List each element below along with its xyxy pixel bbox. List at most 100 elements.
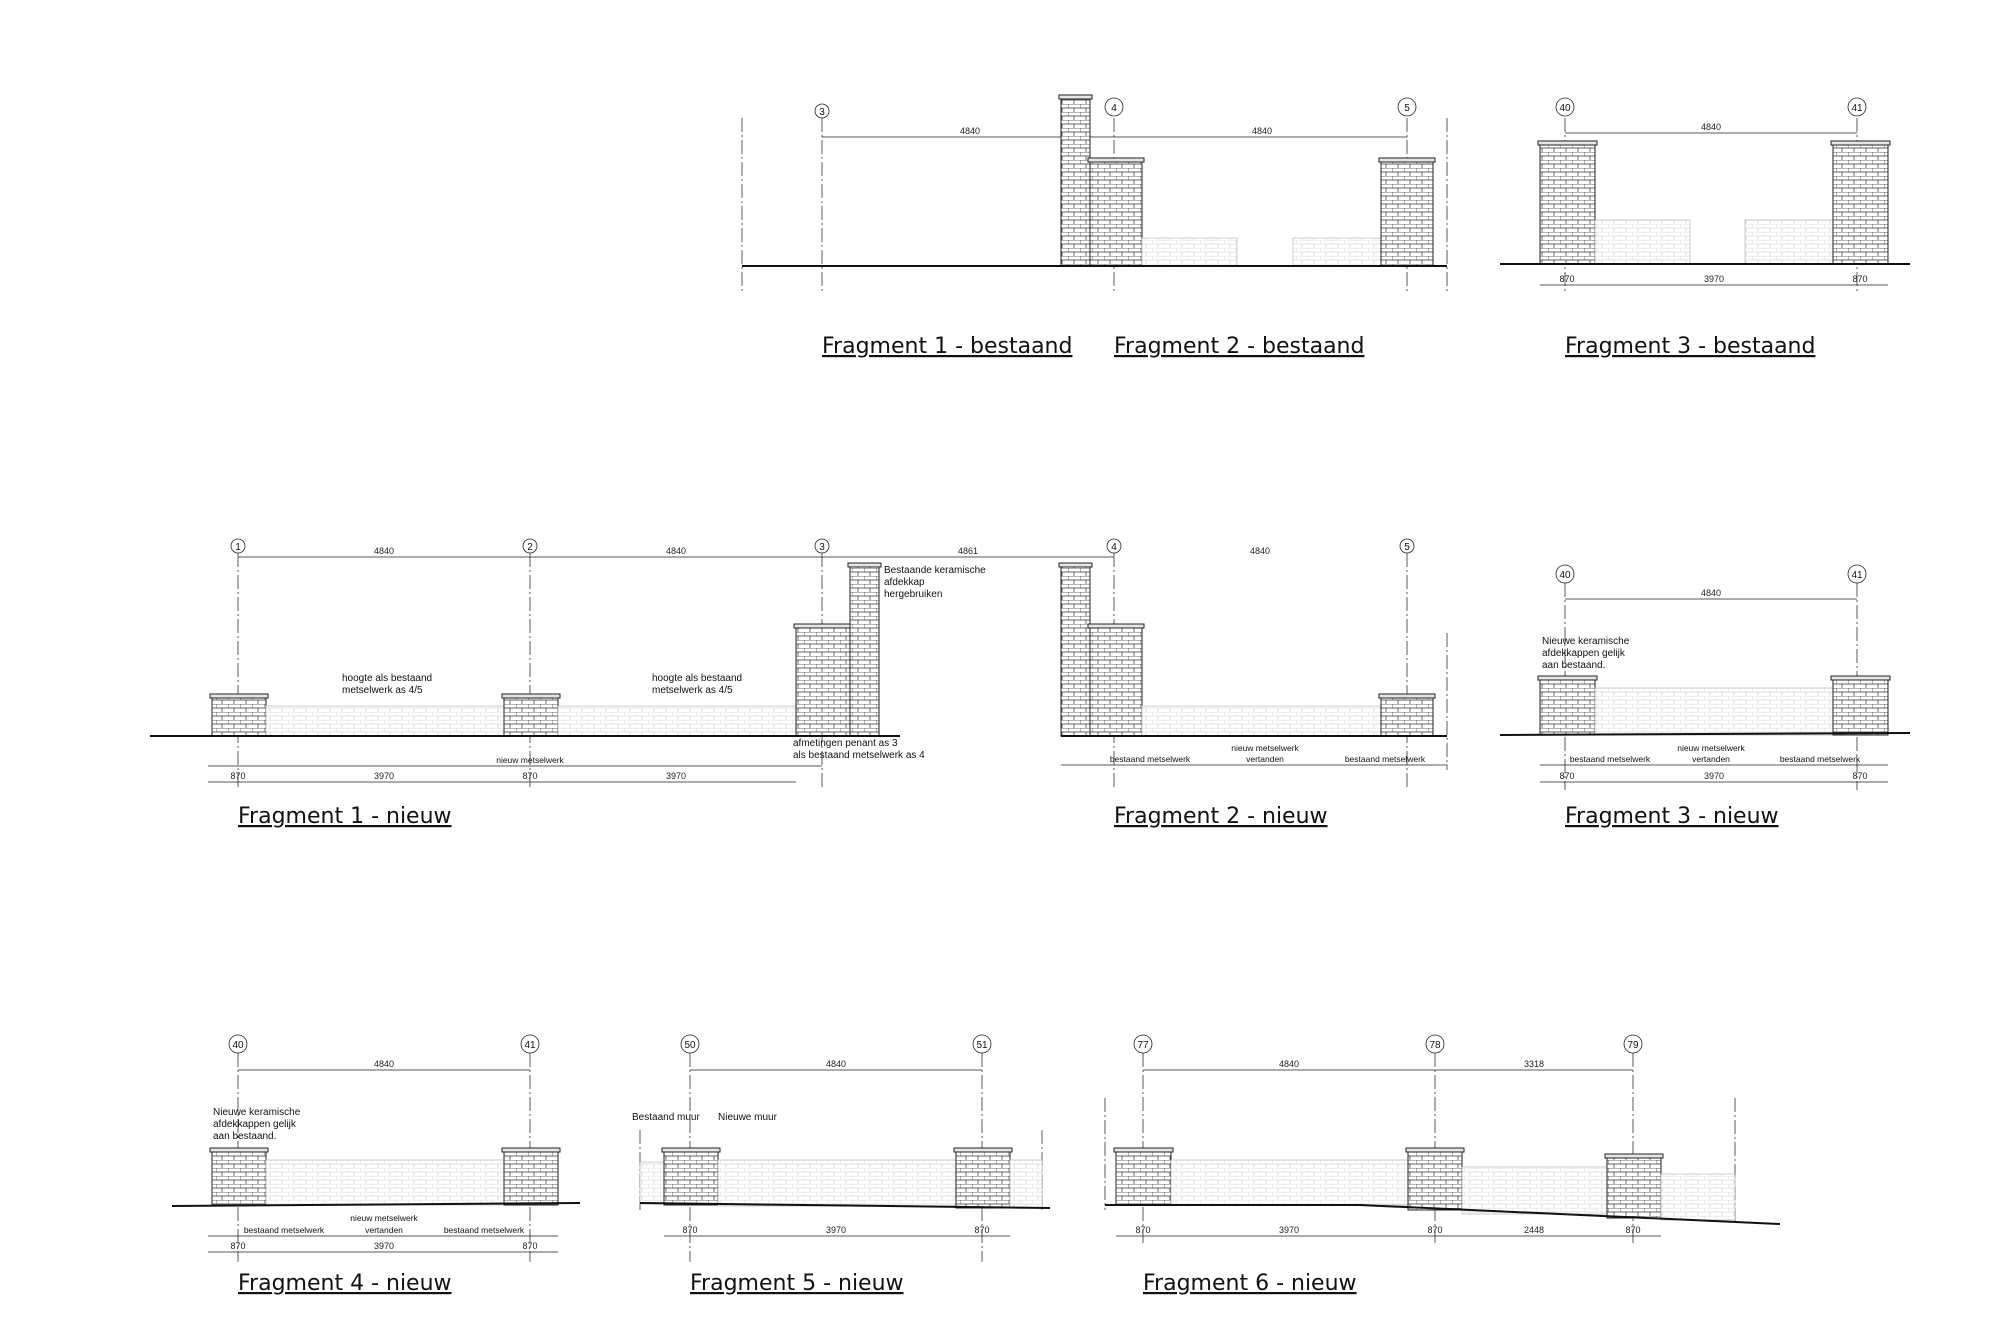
dim-label: 870 [1852, 771, 1867, 781]
axis-label: 5 [1404, 542, 1410, 553]
dim-label: 4840 [1252, 126, 1272, 136]
axis-label: 4 [1111, 542, 1117, 553]
note-existing-masonry: bestaand metselwerk [1110, 754, 1191, 764]
note-toothed: vertanden [1246, 754, 1284, 764]
note-toothed: vertanden [365, 1225, 403, 1235]
note-existing-masonry: bestaand metselwerk [1345, 754, 1426, 764]
axis-label: 77 [1137, 1040, 1149, 1051]
dim-label: 3970 [1279, 1225, 1299, 1235]
note-height: metselwerk as 4/5 [652, 685, 733, 696]
axis-label: 41 [524, 1040, 536, 1051]
note-ceramic-cap: Bestaande keramische [884, 565, 986, 576]
note-ceramic-cap: afdekkap [884, 577, 925, 588]
dim-label: 870 [230, 771, 245, 781]
title-fragment-1-existing: Fragment 1 - bestaand [822, 334, 1072, 359]
dim-label: 870 [1559, 771, 1574, 781]
fragment-3-existing: 40 41 4840 870 3970 870 [1500, 97, 1910, 292]
note-height: hoogte als bestaand [342, 673, 432, 684]
note-new-masonry: nieuw metselwerk [350, 1213, 418, 1223]
dim-label: 870 [682, 1225, 697, 1235]
dim-label: 3970 [374, 771, 394, 781]
note-new-caps: aan bestaand. [1542, 660, 1605, 671]
title-fragment-3-existing: Fragment 3 - bestaand [1565, 334, 1815, 359]
dim-label: 4840 [666, 546, 686, 556]
note-ceramic-cap: hergebruiken [884, 589, 942, 600]
fragment-1-2-existing: 4840 4840 3 4 5 [741, 94, 1448, 292]
dim-label: 3318 [1524, 1059, 1544, 1069]
dim-label: 870 [974, 1225, 989, 1235]
axis-label: 51 [976, 1040, 988, 1051]
note-pier: als bestaand metselwerk as 4 [793, 750, 925, 761]
note-height: metselwerk as 4/5 [342, 685, 423, 696]
axis-label: 4 [1111, 103, 1117, 114]
dim-label: 4840 [1279, 1059, 1299, 1069]
title-fragment-2-new: Fragment 2 - nieuw [1114, 804, 1328, 829]
dim-label: 3970 [826, 1225, 846, 1235]
dim-label: 2448 [1524, 1225, 1544, 1235]
title-fragment-4-new: Fragment 4 - nieuw [238, 1271, 452, 1296]
dim-label: 3970 [374, 1241, 394, 1251]
axis-label: 3 [819, 542, 825, 553]
axis-label: 50 [684, 1040, 696, 1051]
note-new-caps: Nieuwe keramische [213, 1107, 301, 1118]
dim-label: 870 [1427, 1225, 1442, 1235]
dim-label: 870 [1559, 274, 1574, 284]
fragment-4-new: 40 41 4840 Nieuwe keramische afdekkappen… [171, 1034, 581, 1262]
legend-existing-wall: Bestaand muur [632, 1112, 700, 1123]
note-new-masonry: nieuw metselwerk [1677, 743, 1745, 753]
dim-label: 870 [1625, 1225, 1640, 1235]
title-fragment-5-new: Fragment 5 - nieuw [690, 1271, 904, 1296]
note-pier: afmetingen penant as 3 [793, 738, 898, 749]
note-new-masonry: nieuw metselwerk [1231, 743, 1299, 753]
dim-label: 870 [522, 771, 537, 781]
axis-label: 3 [819, 107, 825, 118]
note-new-caps: afdekkappen gelijk [1542, 648, 1626, 659]
dim-label: 4840 [960, 126, 980, 136]
dim-label: 870 [522, 1241, 537, 1251]
legend-new-wall: Nieuwe muur [718, 1112, 778, 1123]
note-new-masonry: nieuw metselwerk [496, 755, 564, 765]
title-fragment-3-new: Fragment 3 - nieuw [1565, 804, 1779, 829]
title-fragment-2-existing: Fragment 2 - bestaand [1114, 334, 1364, 359]
axis-label: 2 [527, 542, 533, 553]
note-existing-masonry: bestaand metselwerk [1780, 754, 1861, 764]
note-existing-masonry: bestaand metselwerk [444, 1225, 525, 1235]
note-height: hoogte als bestaand [652, 673, 742, 684]
title-fragment-1-new: Fragment 1 - nieuw [238, 804, 452, 829]
dim-label: 870 [230, 1241, 245, 1251]
fragment-5-new: 50 51 4840 Bestaand muur Nieuwe muur 870… [632, 1034, 1051, 1262]
fragment-1-new: 1 2 3 4840 4840 4861 hoogte als bestaand… [150, 538, 1114, 790]
dim-label: 3970 [666, 771, 686, 781]
note-toothed: vertanden [1692, 754, 1730, 764]
axis-label: 1 [235, 542, 241, 553]
dim-label: 4840 [1701, 122, 1721, 132]
note-existing-masonry: bestaand metselwerk [1570, 754, 1651, 764]
dim-label: 4861 [958, 546, 978, 556]
note-new-caps: afdekkappen gelijk [213, 1119, 297, 1130]
fragment-2-new: 4 5 4840 nieuw metselwerk bestaand metse… [1058, 538, 1448, 790]
dim-label: 4840 [374, 546, 394, 556]
axis-label: 41 [1851, 570, 1863, 581]
dim-label: 870 [1852, 274, 1867, 284]
dim-label: 3970 [1704, 771, 1724, 781]
fragment-3-new: 40 41 4840 Nieuwe keramische afdekkappen… [1499, 564, 1911, 790]
dim-label: 3970 [1704, 274, 1724, 284]
axis-label: 40 [1559, 570, 1571, 581]
axis-label: 79 [1627, 1040, 1639, 1051]
note-new-caps: aan bestaand. [213, 1131, 276, 1142]
dim-label: 4840 [374, 1059, 394, 1069]
title-fragment-6-new: Fragment 6 - nieuw [1143, 1271, 1357, 1296]
fragment-6-new: 77 78 79 4840 3318 870 3970 870 2448 870 [1104, 1034, 1781, 1245]
axis-label: 5 [1404, 103, 1410, 114]
dim-label: 870 [1135, 1225, 1150, 1235]
axis-label: 40 [1559, 103, 1571, 114]
dim-label: 4840 [1701, 588, 1721, 598]
note-existing-masonry: bestaand metselwerk [244, 1225, 325, 1235]
note-new-caps: Nieuwe keramische [1542, 636, 1630, 647]
dim-label: 4840 [1250, 546, 1270, 556]
axis-label: 78 [1429, 1040, 1441, 1051]
axis-label: 41 [1851, 103, 1863, 114]
axis-label: 40 [232, 1040, 244, 1051]
dim-label: 4840 [826, 1059, 846, 1069]
